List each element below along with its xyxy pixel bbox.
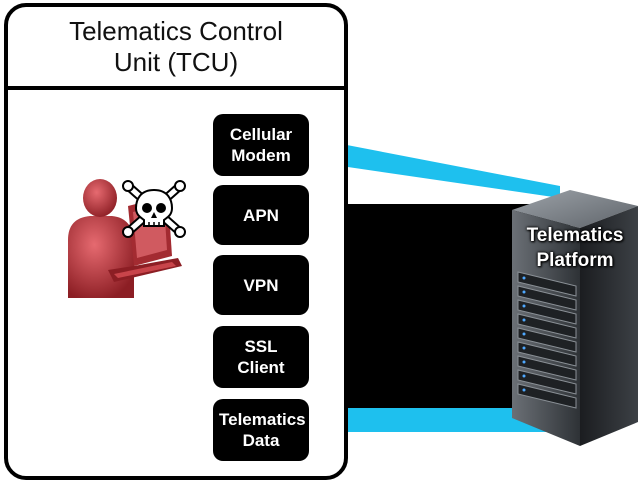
tcu-header: Telematics Control Unit (TCU) [8,7,344,90]
module-cellular-modem: Cellular Modem [213,114,309,176]
module-label: APN [243,205,279,225]
module-ssl-client: SSL Client [213,326,309,388]
module-apn: APN [213,185,309,245]
module-label: VPN [243,275,279,295]
skull-crossbones-icon [122,180,186,238]
module-label: Cellular Modem [229,125,293,165]
tcu-title: Telematics Control Unit (TCU) [69,15,283,77]
server-rack-icon [512,190,638,446]
telematics-platform-label: Telematics Platform [526,225,624,271]
cellular-channel [300,136,560,198]
module-label: SSL Client [237,337,285,377]
module-telematics-data: Telematics Data [213,399,309,461]
module-vpn: VPN [213,255,309,315]
module-label: Telematics Data [219,410,306,450]
